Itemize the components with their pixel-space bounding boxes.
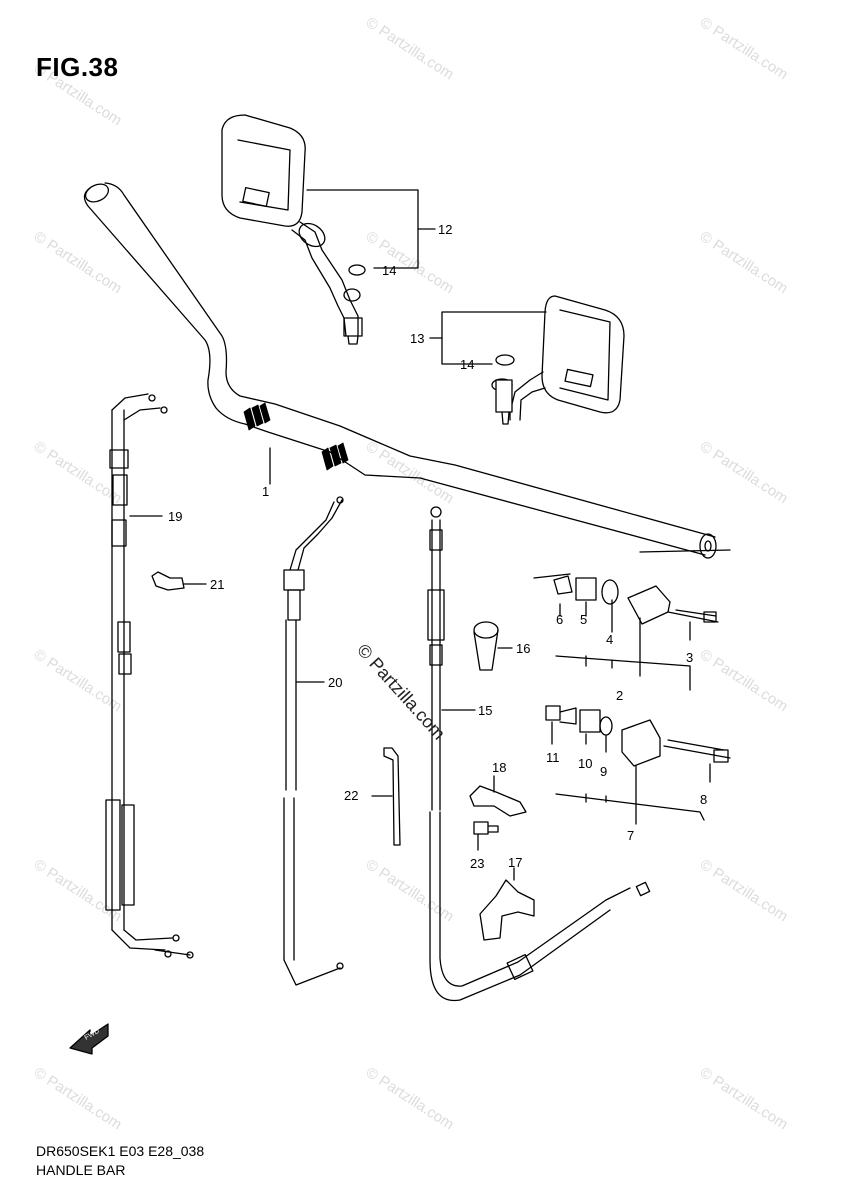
callout-1[interactable]: 1 [262, 484, 269, 499]
callout-9[interactable]: 9 [600, 764, 607, 779]
figure-title: FIG.38 [36, 52, 119, 82]
callout-14[interactable]: 14 [382, 263, 396, 278]
throttle-grip[interactable] [473, 621, 513, 671]
callout-18[interactable]: 18 [492, 760, 506, 775]
right-mirror[interactable] [429, 295, 625, 425]
cap[interactable] [348, 264, 366, 276]
left-mirror[interactable] [221, 114, 436, 345]
cable-tie[interactable] [371, 747, 401, 846]
model-code: DR650SEK1 E03 E28_038 [36, 1143, 205, 1159]
callout-20[interactable]: 20 [328, 675, 342, 690]
callout-14[interactable]: 14 [460, 357, 474, 372]
callout-23[interactable]: 23 [470, 856, 484, 871]
callout-21[interactable]: 21 [210, 577, 224, 592]
callout-4[interactable]: 4 [606, 632, 613, 647]
callout-22[interactable]: 22 [344, 788, 358, 803]
callout-labels: 1 2 3 4 5 6 7 8 9 10 11 12 13 14 14 15 1… [168, 222, 707, 871]
brake-cable[interactable] [427, 506, 651, 1002]
callout-5[interactable]: 5 [580, 612, 587, 627]
callout-15[interactable]: 15 [478, 703, 492, 718]
callout-17[interactable]: 17 [508, 855, 522, 870]
callout-12[interactable]: 12 [438, 222, 452, 237]
callout-2[interactable]: 2 [616, 688, 623, 703]
diagram-name: HANDLE BAR [36, 1162, 126, 1178]
callout-6[interactable]: 6 [556, 612, 563, 627]
cable-clamp[interactable] [151, 571, 207, 591]
callout-7[interactable]: 7 [627, 828, 634, 843]
callout-16[interactable]: 16 [516, 641, 530, 656]
bracket[interactable] [469, 775, 527, 817]
bolt[interactable] [473, 821, 499, 851]
callout-13[interactable]: 13 [410, 331, 424, 346]
callout-3[interactable]: 3 [686, 650, 693, 665]
callout-8[interactable]: 8 [700, 792, 707, 807]
callout-19[interactable]: 19 [168, 509, 182, 524]
callout-10[interactable]: 10 [578, 756, 592, 771]
cap[interactable] [495, 354, 515, 366]
handlebar[interactable] [83, 181, 731, 559]
clutch-cable[interactable] [283, 496, 344, 986]
bar-end-weight-upper[interactable] [533, 573, 719, 691]
throttle-cable-assembly[interactable] [105, 393, 194, 959]
callout-11[interactable]: 11 [546, 750, 560, 765]
bar-end-weight-lower[interactable] [545, 705, 731, 825]
bracket[interactable] [479, 867, 535, 941]
fwd-arrow-icon: FWD [69, 1023, 109, 1055]
